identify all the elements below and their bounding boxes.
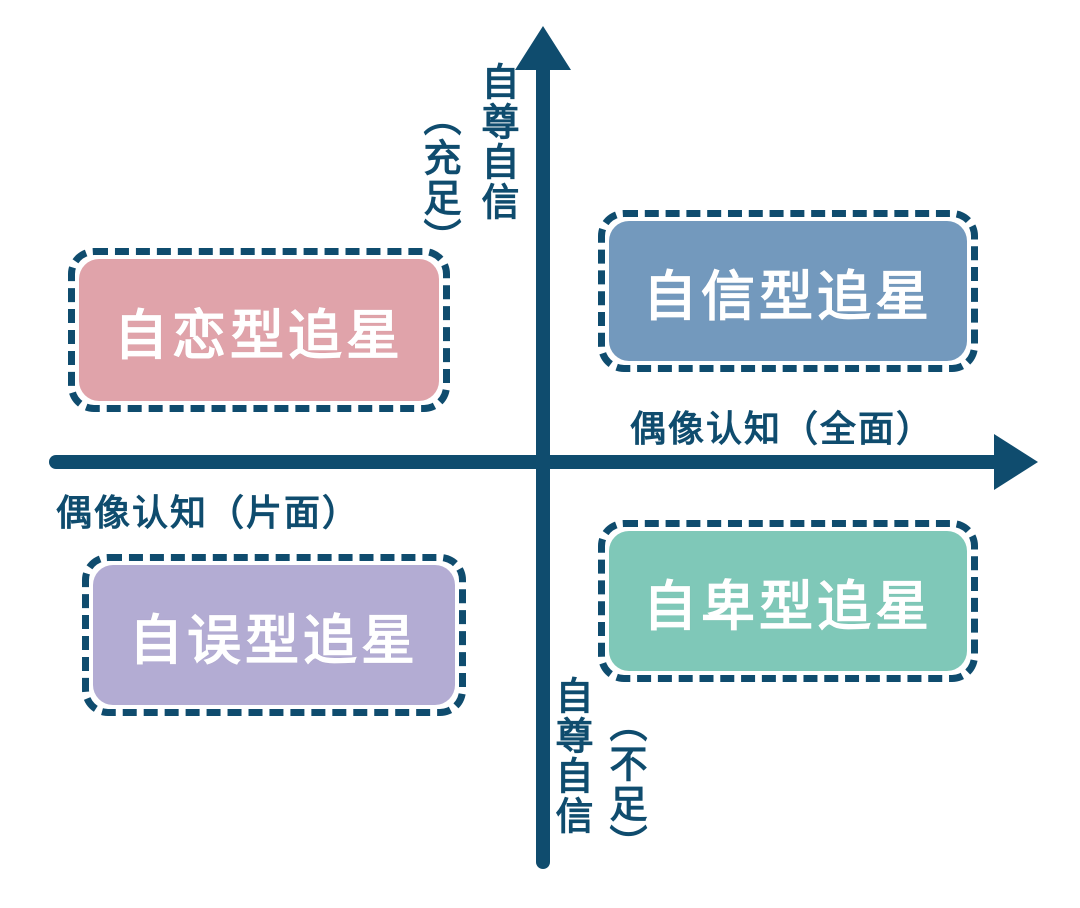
x-left-label: 偶像认知（片面） (56, 493, 361, 534)
y-bottom-main-label: 自尊自信 (549, 676, 593, 836)
quadrant-top-right-fill (609, 221, 967, 361)
y-bottom-qualifier-label: （不足） (603, 704, 647, 864)
quadrant-top-right: 自信型追星 (598, 210, 978, 372)
quadrant-bottom-right-label: 自卑型追星 (643, 574, 933, 638)
vertical-axis-arrow (515, 26, 571, 70)
y-top-main-label: 自尊自信 (475, 62, 519, 222)
y-top-qualifier-label: （充足） (417, 98, 461, 258)
quadrant-bottom-right-fill (609, 531, 967, 671)
horizontal-axis-arrow (994, 434, 1038, 490)
quadrant-top-left: 自恋型追星 (68, 248, 450, 412)
quadrant-bottom-left-fill (93, 565, 455, 705)
quadrant-bottom-right: 自卑型追星 (598, 520, 978, 682)
quadrant-top-left-label: 自恋型追星 (114, 303, 404, 367)
quadrant-top-left-fill (79, 259, 439, 401)
quadrant-bottom-left: 自误型追星 (82, 554, 466, 716)
quadrant-bottom-left-label: 自误型追星 (129, 608, 419, 672)
x-right-label: 偶像认知（全面） (630, 409, 935, 450)
quadrant-top-right-label: 自信型追星 (643, 264, 933, 328)
